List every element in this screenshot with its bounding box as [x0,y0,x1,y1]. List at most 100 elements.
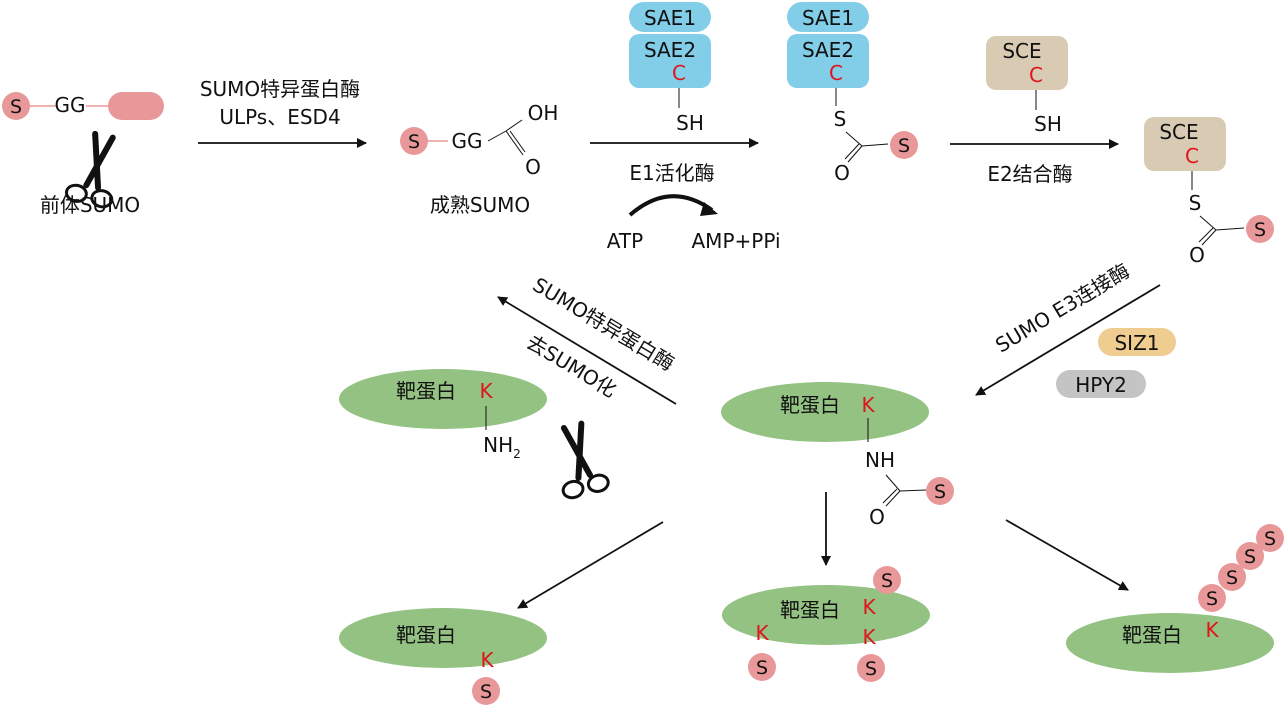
sulfur-label: S [834,107,847,131]
sae2-box [787,34,869,88]
sumoylated-target: 靶蛋白 K NH O S [721,382,954,529]
atp-label: ATP [607,229,643,253]
amine-label: NH2 [483,433,521,461]
e1-sumo-thioester: SAE1 SAE2 C S O S [787,2,918,185]
svg-text:S: S [1264,528,1276,550]
sumo-ball: S [1218,563,1246,591]
svg-text:靶蛋白: 靶蛋白 [1122,623,1182,647]
cysteine-label: C [672,61,686,85]
mono-sumoylated-target: 靶蛋白 K S [339,608,547,705]
desumo-arrow [497,296,677,405]
precursor-label: 前体SUMO [40,193,140,217]
sce-box [1144,117,1226,171]
e1-label: E1活化酶 [629,161,714,185]
mature-sumo: S GG OH O 成熟SUMO [400,101,558,217]
siz1-badge [1098,328,1176,356]
svg-text:SAE1: SAE1 [802,6,854,30]
sae1-box [787,2,869,32]
oxygen-label: O [869,505,885,529]
poly-sumoylated-target: 靶蛋白 K S S S S [1066,524,1284,673]
svg-text:S: S [865,658,877,680]
sae1-box [629,2,711,32]
svg-text:HPY2: HPY2 [1075,373,1127,397]
oxygen-label: O [834,161,850,185]
lysine-label: K [861,393,875,417]
sumo-ball: S [400,127,428,155]
svg-text:靶蛋白: 靶蛋白 [780,598,840,622]
sumo-ball: S [926,477,954,505]
e1-step: E1活化酶 ATP AMP+PPi [590,138,781,253]
target-protein [722,585,930,645]
svg-text:S: S [1226,567,1238,589]
sumo-ball: S [1246,215,1274,243]
amide-nh-label: NH [865,448,895,472]
target-protein [1066,613,1274,673]
scissors-icon [548,421,610,500]
e3-arrow [975,284,1161,396]
svg-text:SAE1: SAE1 [644,6,696,30]
svg-text:S: S [1254,219,1266,241]
svg-text:S: S [756,657,768,679]
propeptide-tail [108,92,164,120]
hpy2-badge [1056,370,1146,398]
svg-text:SCE: SCE [1159,120,1198,144]
svg-text:S: S [408,131,420,153]
svg-text:S: S [1244,546,1256,568]
sumo-ball: S [748,653,776,681]
svg-text:SCE: SCE [1002,39,1041,63]
thiol-label: SH [676,111,704,135]
sce-box [986,36,1068,90]
thiol-label: SH [1034,112,1062,136]
e2-step: E2结合酶 [950,139,1119,186]
protease-names: ULPs、ESD4 [219,105,340,129]
sumo-ball: S [2,92,30,120]
protease-label: SUMO特异蛋白酶 [200,77,360,101]
lysine-label: K [479,379,493,403]
lysine-label: K [862,595,876,619]
sumo-ball: S [1236,542,1264,570]
svg-text:靶蛋白: 靶蛋白 [396,379,456,403]
sumo-ball: S [890,131,918,159]
mono-arrow [517,521,664,609]
atp-curve-arrow [628,194,714,217]
lysine-label: K [480,648,494,672]
svg-text:S: S [1206,588,1218,610]
processing-step: SUMO特异蛋白酶 ULPs、ESD4 [198,77,367,148]
sumo-ball: S [857,654,885,682]
lysine-label: K [1205,618,1219,642]
svg-text:SIZ1: SIZ1 [1114,331,1159,355]
e1-free: SAE1 SAE2 C SH [629,2,711,135]
e2-free: SCE C SH [986,36,1068,136]
sae2-box [629,34,711,88]
e3-step: SUMO E3连接酶 SIZ1 HPY2 [975,259,1176,398]
svg-text:SAE2: SAE2 [802,38,854,62]
target-protein [339,608,547,668]
oxygen-label: O [525,155,541,179]
amp-label: AMP+PPi [692,229,781,253]
sulfur-label: S [1189,191,1202,215]
svg-text:S: S [881,570,893,592]
svg-text:S: S [934,481,946,503]
svg-text:靶蛋白: 靶蛋白 [396,623,456,647]
e2-label: E2结合酶 [987,162,1072,186]
e2-sumo-thioester: SCE C S O S [1144,117,1274,267]
svg-text:SAE2: SAE2 [644,38,696,62]
sumo-ball: S [472,677,500,705]
multi-sumoylated-target: 靶蛋白 K K K S S S [722,566,930,682]
target-protein [721,382,929,442]
svg-text:S: S [10,96,22,118]
cysteine-label: C [829,61,843,85]
sumo-ball: S [1256,524,1284,552]
gg-label: GG [452,129,483,153]
svg-text:S: S [480,681,492,703]
poly-arrow [1005,519,1129,591]
mature-label: 成熟SUMO [430,193,530,217]
free-target: 靶蛋白 K NH2 [339,369,547,461]
gg-label: GG [55,93,86,117]
cysteine-label: C [1185,144,1199,168]
lysine-label: K [755,621,769,645]
precursor-sumo: S GG 前体SUMO [2,92,164,217]
cysteine-label: C [1029,63,1043,87]
hydroxyl-label: OH [528,101,559,125]
